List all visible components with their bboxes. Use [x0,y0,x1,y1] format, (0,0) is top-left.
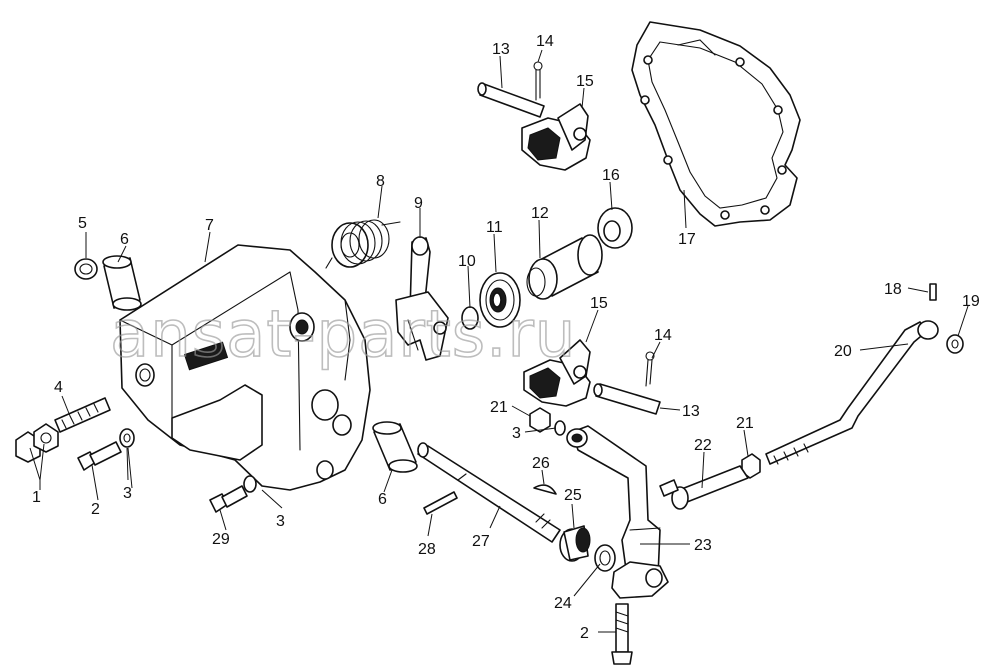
callout-4: 4 [54,379,63,396]
callout-7: 7 [205,217,214,234]
callout-9: 9 [414,195,423,212]
callout-14-lower: 14 [654,327,672,344]
callout-22: 22 [694,437,712,454]
stud-bolt-part [54,397,111,433]
rod-part [765,320,939,465]
washer-lower-part [243,475,257,493]
callout-12: 12 [531,205,549,222]
callout-13-upper: 13 [492,41,510,58]
washer-left-part [119,428,135,448]
leader-lines [29,49,969,633]
pin-upper-part [477,82,545,118]
callout-1: 1 [32,489,41,506]
key-part [533,484,557,495]
bushing-lower-part [559,525,591,562]
torsion-spring-part [325,219,401,269]
callout-labels: 1 2 3 4 5 6 7 8 9 10 11 12 13 14 15 16 1… [32,33,980,642]
callout-14-upper: 14 [536,33,554,50]
washer-mid-part [554,420,566,436]
washer-end-part [946,334,964,354]
callout-10: 10 [458,253,476,270]
bolt-bottom-part [611,603,633,665]
sleeve-upper-part [102,255,142,311]
nut-set-part [15,423,59,463]
block-lower-part [523,339,591,407]
bolt-left-part [77,441,122,471]
callout-29: 29 [212,531,230,548]
bolt-lower-part [209,485,248,513]
callout-21-right: 21 [736,415,754,432]
sleeve-lower-part [372,421,418,473]
callout-6: 6 [120,231,129,248]
end-pin-part [929,283,937,301]
callout-11: 11 [486,219,503,236]
callout-17: 17 [678,231,696,248]
callout-2: 2 [91,501,100,518]
spring-pin-part [423,491,458,515]
bushing-part [526,234,603,300]
callout-2-bottom: 2 [580,625,589,642]
callout-6-lower: 6 [378,491,387,508]
callout-15-upper: 15 [576,73,594,90]
callout-27: 27 [472,533,490,550]
callout-21-mid: 21 [490,399,508,416]
lever-part [395,236,449,361]
gasket-part [631,21,801,227]
callout-28: 28 [418,541,436,558]
callout-19: 19 [962,293,980,310]
callout-3-mid: 3 [512,425,521,442]
cap-part [74,258,98,280]
callout-8: 8 [376,173,385,190]
callout-13-lower: 13 [682,403,700,420]
seal-washer-part [597,207,633,249]
shaft-part [417,442,561,543]
callout-23: 23 [694,537,712,554]
callout-18: 18 [884,281,902,298]
link-part [659,465,749,510]
callout-16: 16 [602,167,620,184]
nut-mid-part [529,407,551,433]
housing-part [119,244,371,491]
callout-5: 5 [78,215,87,232]
callout-3: 3 [123,485,132,502]
cotter-pin-upper-part [533,61,543,101]
callout-3-lower: 3 [276,513,285,530]
cotter-pin-lower-part [645,351,655,387]
callout-25: 25 [564,487,582,504]
callout-15-lower: 15 [590,295,608,312]
watermark-text: ansat-parts.ru [110,298,576,372]
block-upper-part [521,103,591,171]
callout-20: 20 [834,343,852,360]
lever-arm-part [566,425,669,599]
bearing-part [479,272,521,328]
callout-24: 24 [554,595,572,612]
callout-26: 26 [532,455,550,472]
pin-lower-part [593,383,661,415]
